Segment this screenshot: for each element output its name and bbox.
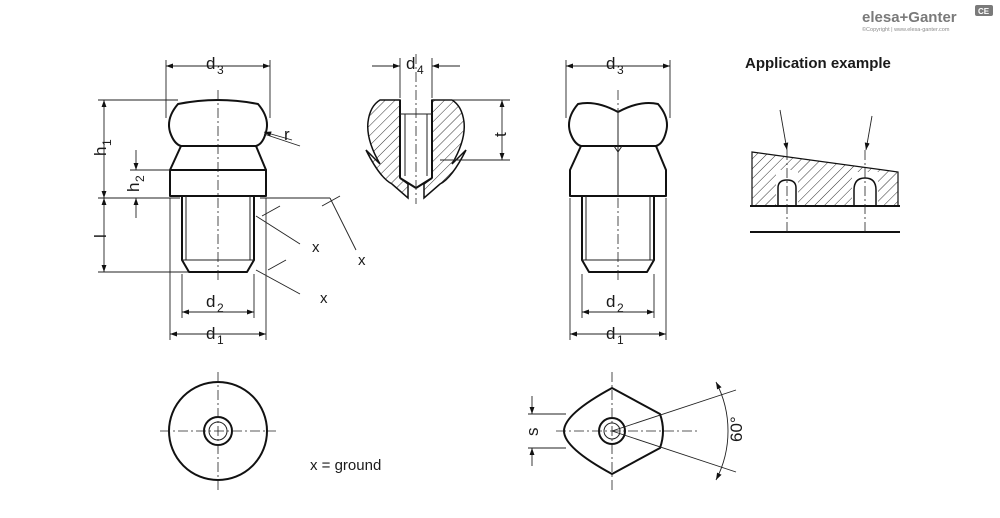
dim-d2-label: d [206,292,215,311]
dim-d4-label: d [406,54,415,73]
section-right-half [423,99,467,200]
ground-legend: x = ground [310,457,381,474]
dim-d3-label: d [206,54,215,73]
top-view-diamond: s 60° [523,372,746,490]
dim-d2-sub-2: 2 [617,301,624,315]
application-example: Application example [745,55,900,233]
brand-name: elesa+Ganter [862,9,957,26]
dim-l-label: l [91,234,110,238]
section-view-thread: d 4 t [365,54,510,204]
dim-d1-label-2: d [606,324,615,343]
dim-h1-label: h [91,147,110,156]
dim-d2-label-2: d [606,292,615,311]
section-left-half [365,99,409,200]
ground-mark-2: x [320,290,328,307]
dome-outline [168,99,268,147]
dim-d3-sub: 3 [217,63,224,77]
ce-badge-text: CE [978,7,990,16]
dim-d1-sub: 1 [217,333,224,347]
dim-d1-label: d [206,324,215,343]
dim-d2-sub: 2 [217,301,224,315]
dim-s-label: s [523,428,542,437]
dim-d1-sub-2: 1 [617,333,624,347]
ground-mark-1: x [312,239,320,256]
ground-mark-3: x [358,252,366,269]
dim-angle-label: 60° [727,416,746,442]
dim-d4-sub: 4 [417,63,424,77]
ce-badge-icon [975,5,993,16]
side-view-diamond: d 3 d 2 d 1 [565,54,671,347]
top-view-round: x = ground [160,372,381,490]
dim-r-label: r [284,125,290,144]
application-example-title: Application example [745,55,891,72]
dim-d3-sub-2: 3 [617,63,624,77]
dim-d3-label-2: d [606,54,615,73]
brand-logo: elesa+Ganter ©Copyright | www.elesa-gant… [862,5,993,33]
dim-t-label: t [491,132,510,137]
copyright-text: ©Copyright | www.elesa-ganter.com [862,26,950,33]
dim-h1-sub: 1 [100,139,114,146]
diamond-pad-outline [563,387,664,475]
dim-h2-label: h [124,183,143,192]
dim-h2-sub: 2 [133,175,147,182]
side-view-standard: d 3 h 1 h 2 l r x x x [91,54,366,347]
